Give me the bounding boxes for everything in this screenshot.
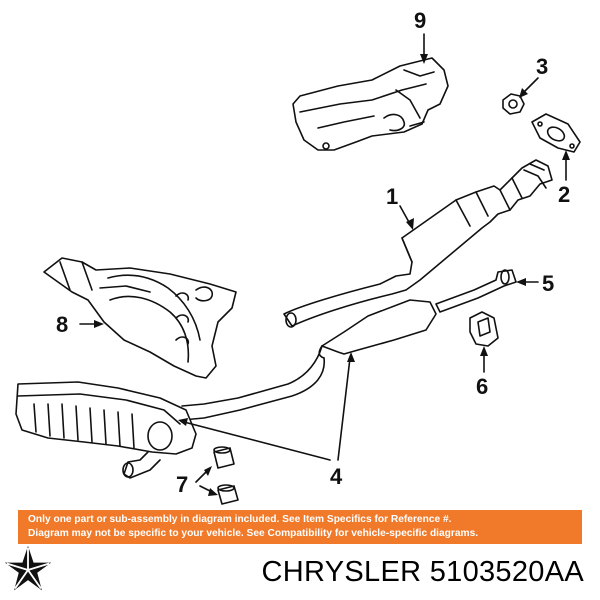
callout-4-arrowhead-right xyxy=(347,352,355,362)
callout-4-leader-left xyxy=(183,421,331,461)
callout-6-arrowhead xyxy=(480,346,488,356)
disclaimer-line-1: Only one part or sub-assembly in diagram… xyxy=(28,514,452,525)
callout-7-arrowhead-lower xyxy=(208,488,218,496)
callout-number-6: 6 xyxy=(476,374,488,399)
callout-9-arrowhead xyxy=(420,54,428,64)
rear-muffler xyxy=(15,381,197,479)
callout-7-arrowhead-upper xyxy=(204,466,212,476)
callout-5-arrowhead xyxy=(516,278,526,286)
callout-1-arrowhead xyxy=(406,218,414,230)
gasket xyxy=(531,113,581,153)
callout-2-arrowhead xyxy=(562,150,570,160)
part-number-caption: CHRYSLER 5103520AA xyxy=(261,556,584,588)
tail-pipe-section xyxy=(435,269,517,313)
callout-4-leader-right xyxy=(337,357,351,461)
flange-nut xyxy=(502,93,525,115)
exhaust-system-diagram: 9 3 2 1 5 6 8 7 4 xyxy=(15,8,581,505)
callout-8-arrowhead xyxy=(94,320,104,328)
upper-heat-shield xyxy=(292,57,449,151)
isolator-upper xyxy=(213,446,235,469)
disclaimer-line-2: Diagram may not be specific to your vehi… xyxy=(28,528,479,539)
front-pipe-converter xyxy=(283,159,553,328)
callout-number-2: 2 xyxy=(558,182,570,207)
callout-4-arrowhead-left xyxy=(178,418,188,426)
callout-number-5: 5 xyxy=(542,271,554,296)
callout-number-8: 8 xyxy=(56,312,68,337)
hanger-bracket xyxy=(469,311,499,347)
pentastar-logo xyxy=(4,545,52,591)
intermediate-pipe-resonator xyxy=(181,299,437,421)
isolator-lower xyxy=(217,484,239,505)
callout-number-4: 4 xyxy=(330,464,343,489)
callout-number-3: 3 xyxy=(536,54,548,79)
callout-number-9: 9 xyxy=(414,8,426,33)
callout-number-7: 7 xyxy=(176,472,188,497)
callout-number-1: 1 xyxy=(386,184,398,209)
callout-3-arrowhead xyxy=(519,88,528,98)
lower-heat-shield xyxy=(43,257,237,379)
disclaimer-banner: Only one part or sub-assembly in diagram… xyxy=(18,510,582,544)
